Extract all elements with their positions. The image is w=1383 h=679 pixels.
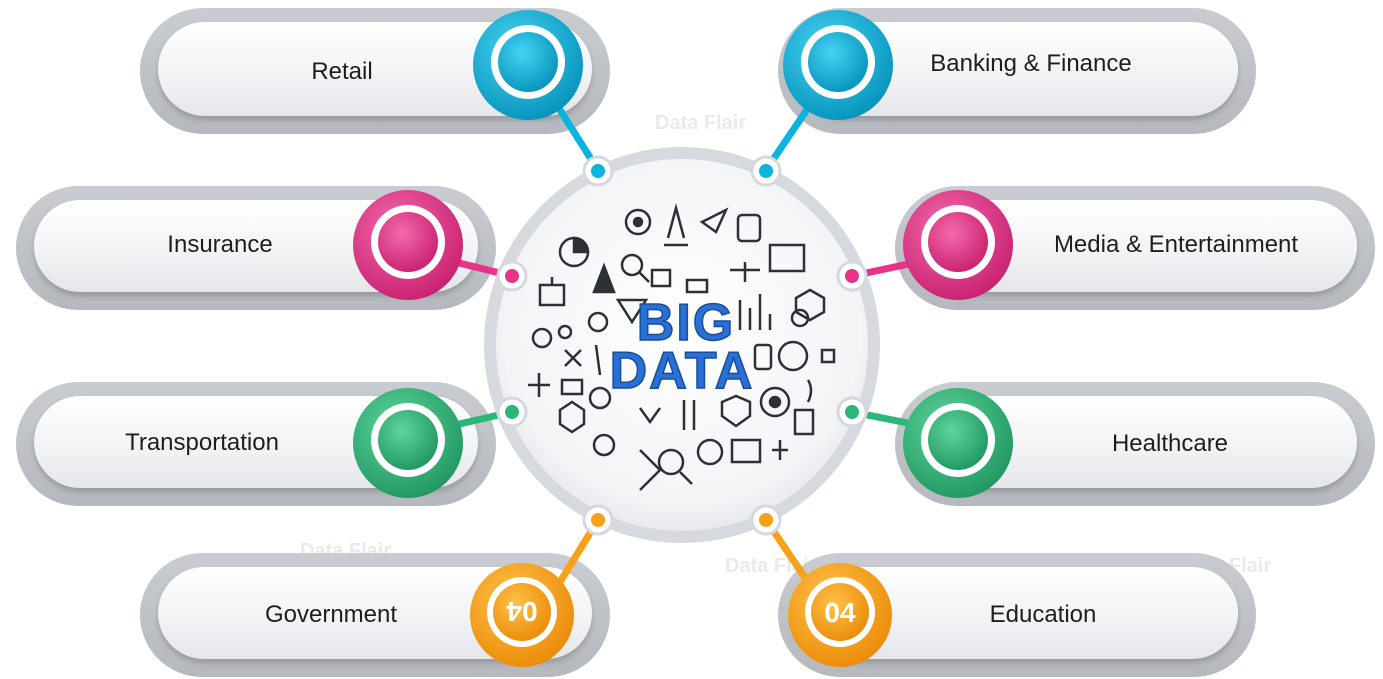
center-title-line2: DATA (610, 342, 755, 400)
media-node (903, 190, 1013, 300)
education-label: Education (989, 601, 1097, 628)
education-badge: 04 (824, 597, 856, 628)
center-title-line1: BIG (637, 294, 735, 352)
insurance-label: Insurance (167, 231, 273, 258)
connector-dots (496, 155, 868, 536)
education-node (788, 563, 892, 667)
banking-node (783, 10, 893, 120)
government-label: Government (264, 601, 398, 628)
government-badge: 04 (506, 596, 538, 627)
doodle-icons (528, 203, 836, 491)
retail-node (473, 10, 583, 120)
transportation-label: Transportation (125, 429, 279, 456)
healthcare-label: Healthcare (1111, 430, 1229, 457)
retail-label: Retail (311, 58, 373, 85)
government-node (470, 563, 574, 667)
insurance-node (353, 190, 463, 300)
healthcare-node (903, 388, 1013, 498)
watermark: Data Flair (655, 112, 747, 134)
media-entertainment-label: Media & Entertainment (1053, 231, 1299, 258)
banking-finance-label: Banking & Finance (930, 50, 1132, 77)
transportation-node (353, 388, 463, 498)
